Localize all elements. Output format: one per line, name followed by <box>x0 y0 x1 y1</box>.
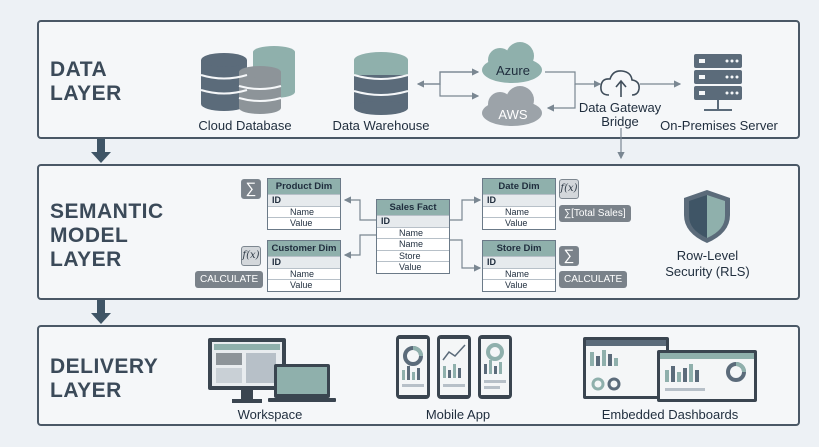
sigma-icon: ∑ <box>559 246 579 266</box>
date-dim-table: Date Dim ID Name Value <box>482 178 556 230</box>
embedded-dashboards-icon <box>583 337 757 402</box>
function-icon: f(x) <box>241 246 261 266</box>
total-sales-tag: ∑[Total Sales] <box>559 205 631 222</box>
server-icon <box>694 54 742 111</box>
workspace-devices-icon <box>208 338 336 403</box>
store-dim-table: Store Dim ID Name Value <box>482 240 556 292</box>
cloud-database-label: Cloud Database <box>198 118 292 133</box>
arrow-data-to-semantic <box>91 139 111 163</box>
mobile-app-icon <box>396 335 512 399</box>
workspace-label: Workspace <box>237 407 303 422</box>
aws-label: AWS <box>498 107 528 122</box>
product-dim-table: Product Dim ID Name Value <box>267 178 341 230</box>
on-prem-server-label: On-Premises Server <box>660 118 778 133</box>
calculate-tag: CALCULATE <box>559 271 628 288</box>
data-warehouse-label: Data Warehouse <box>332 118 430 133</box>
data-layer-panel <box>37 20 800 139</box>
aws-cloud-icon <box>482 86 542 126</box>
azure-label: Azure <box>496 63 530 78</box>
azure-cloud-icon <box>482 42 542 83</box>
calculate-tag: CALCULATE <box>195 271 264 288</box>
sales-fact-table: Sales Fact ID Name Name Store Value <box>376 199 450 274</box>
mobile-app-label: Mobile App <box>425 407 491 422</box>
embedded-dashboards-label: Embedded Dashboards <box>601 407 739 422</box>
customer-dim-table: Customer Dim ID Name Value <box>267 240 341 292</box>
shield-icon <box>684 190 730 243</box>
cloud-database-icon <box>200 46 295 114</box>
data-warehouse-icon <box>353 52 409 115</box>
sigma-icon: ∑ <box>241 179 261 199</box>
function-icon: f(x) <box>559 179 579 199</box>
gateway-cloud-upload-icon <box>600 70 640 97</box>
arrow-semantic-to-delivery <box>91 300 111 324</box>
